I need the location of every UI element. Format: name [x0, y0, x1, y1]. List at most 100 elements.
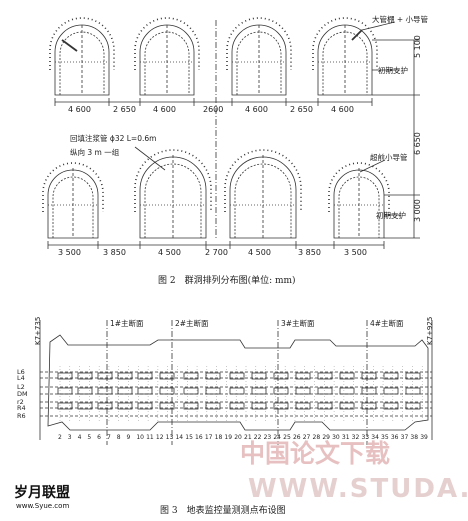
monitor-block	[57, 387, 73, 395]
monitor-block	[383, 372, 399, 380]
tick-number: 31	[342, 434, 350, 441]
tunnel-bottom-4	[333, 168, 385, 239]
figure-2-caption: 图 2 群洞排列分布图(单位: mm)	[158, 274, 296, 286]
dim-top-2: 2 650	[113, 105, 136, 114]
tick-number: 34	[371, 434, 379, 441]
dim-top-3: 4 600	[153, 105, 176, 114]
monitor-block	[251, 372, 267, 380]
dim-bottom-1: 3 500	[58, 248, 81, 257]
line-label-l4: L4	[17, 374, 25, 382]
monitor-block	[339, 387, 355, 395]
bottom-dim-ticks	[47, 241, 385, 249]
dim-top-5: 4 600	[245, 105, 268, 114]
monitor-block	[183, 387, 199, 395]
dim-right-bottom: 3 000	[413, 199, 422, 222]
figure-3-caption: 图 3 地表监控量测测点布设图	[160, 504, 286, 516]
grout-dots-bottom	[42, 149, 390, 212]
monitor-block	[137, 372, 153, 380]
monitor-block	[317, 402, 333, 410]
dim-bottom-7: 3 500	[344, 248, 367, 257]
line-label-r2: r2	[17, 398, 24, 406]
tick-number: 16	[195, 434, 203, 441]
tick-number: 36	[391, 434, 399, 441]
tick-number: 26	[293, 434, 301, 441]
line-label-r4: R4	[17, 404, 26, 412]
tick-number: 25	[283, 434, 291, 441]
monitor-block	[77, 372, 93, 380]
tick-number: 33	[361, 434, 369, 441]
monitor-block	[205, 372, 221, 380]
tick-number: 24	[273, 434, 281, 441]
monitor-block	[117, 387, 133, 395]
monitor-block	[273, 402, 289, 410]
monitor-block	[383, 387, 399, 395]
dim-top-1: 4 600	[68, 105, 91, 114]
monitor-block	[295, 402, 311, 410]
dim-bottom-3: 4 500	[158, 248, 181, 257]
watermark-en: WWW.STUDA.	[248, 474, 468, 504]
section-label-4: 4#主断面	[370, 318, 404, 328]
tick-number: 20	[234, 434, 242, 441]
tunnel-bottom-1	[47, 168, 99, 239]
tick-number: 5	[87, 434, 91, 441]
tunnel-top-3	[231, 24, 287, 96]
tick-number: 10	[136, 434, 144, 441]
section-label-3: 3#主断面	[281, 318, 315, 328]
tick-number: 28	[313, 434, 321, 441]
monitor-block	[183, 402, 199, 410]
tick-number: 21	[244, 434, 252, 441]
monitor-block	[339, 372, 355, 380]
monitor-block	[97, 372, 113, 380]
tick-number: 8	[117, 434, 121, 441]
logo-site: www.Syue.com	[16, 502, 69, 510]
tick-number: 3	[68, 434, 72, 441]
monitor-block	[117, 402, 133, 410]
monitor-block	[317, 387, 333, 395]
monitor-block	[361, 402, 377, 410]
watermark: 中国论文下载 WWW.STUDA. 岁月联盟 www.Syue.com	[14, 439, 468, 510]
monitor-block	[273, 387, 289, 395]
monitor-block	[295, 372, 311, 380]
monitor-block	[229, 387, 245, 395]
tick-number: 7	[107, 434, 111, 441]
monitor-block	[159, 402, 175, 410]
label-group: 纵向 3 m 一组	[70, 147, 120, 157]
tick-number: 11	[146, 434, 154, 441]
monitor-block	[57, 372, 73, 380]
tick-number: 27	[303, 434, 311, 441]
line-label-dm: DM	[17, 390, 28, 398]
tick-number: 38	[410, 434, 418, 441]
tick-number: 19	[224, 434, 232, 441]
tick-number: 4	[78, 434, 82, 441]
monitor-block	[251, 402, 267, 410]
tick-number: 9	[127, 434, 131, 441]
dim-right-top: 5 100	[413, 35, 422, 58]
section-label-2: 2#主断面	[175, 318, 209, 328]
tunnel-bottom-2	[139, 155, 207, 239]
tick-number: 22	[254, 434, 262, 441]
monitor-block	[137, 402, 153, 410]
monitor-block	[77, 402, 93, 410]
monitor-block	[405, 372, 421, 380]
dim-bottom-6: 3 850	[298, 248, 321, 257]
dim-top-6: 2 650	[290, 105, 313, 114]
monitor-block	[97, 387, 113, 395]
monitor-block	[57, 402, 73, 410]
dim-right-mid: 6 650	[413, 132, 422, 155]
monitor-block	[295, 387, 311, 395]
tick-number: 30	[332, 434, 340, 441]
monitor-block	[77, 387, 93, 395]
monitor-block	[317, 372, 333, 380]
top-dim-ticks	[54, 98, 373, 106]
watermark-cn: 中国论文下载	[240, 439, 390, 468]
tick-number: 13	[166, 434, 174, 441]
figure-2-labels: 4 600 2 650 4 600 2600 4 600 2 650 4 600…	[58, 14, 429, 286]
dim-bottom-4: 2 700	[205, 248, 228, 257]
tick-number: 12	[156, 434, 164, 441]
section-lines	[106, 320, 368, 445]
tick-number: 32	[352, 434, 360, 441]
tunnel-top-1	[54, 24, 110, 96]
